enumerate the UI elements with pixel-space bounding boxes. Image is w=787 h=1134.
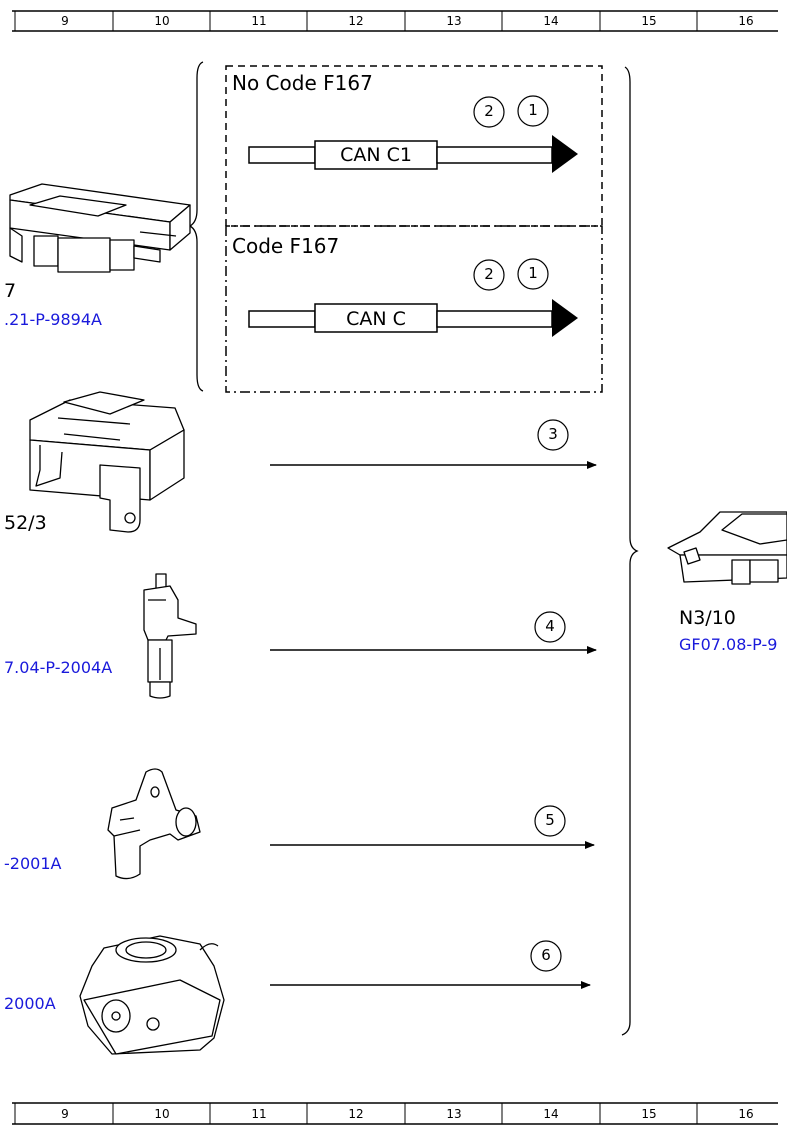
actuator-e-doc-link[interactable]: 2000A — [4, 994, 56, 1013]
marker-1b: 1 — [528, 264, 538, 282]
left-brace — [188, 61, 204, 392]
target-module-designation: N3/10 — [679, 607, 736, 629]
marker-2b: 2 — [484, 265, 494, 283]
target-module-illustration — [667, 511, 787, 585]
marker-circle-3 — [537, 419, 569, 451]
panel-code-title: Code F167 — [232, 234, 340, 258]
marker-circle-2a — [473, 96, 505, 128]
signal-marker-3: 3 — [548, 425, 558, 443]
panel-code-frame — [225, 225, 603, 393]
marker-circle-1a — [517, 95, 549, 127]
ruler-top-num: 15 — [641, 14, 657, 28]
signal-marker-4: 4 — [545, 617, 555, 635]
ruler-bottom-num: 14 — [543, 1107, 559, 1121]
signal-marker-5: 5 — [545, 811, 555, 829]
signal-marker-6: 6 — [541, 946, 551, 964]
throttle-actuator-illustration — [79, 935, 225, 1055]
can-c1-bus — [248, 135, 578, 173]
ruler-top-num: 10 — [154, 14, 170, 28]
ruler-bottom-num: 13 — [446, 1107, 462, 1121]
marker-circle-2b — [473, 259, 505, 291]
can-c1-label: CAN C1 — [340, 144, 412, 166]
marker-circle-4 — [534, 611, 566, 643]
ruler-top-num: 13 — [446, 14, 462, 28]
speed-sensor-illustration — [143, 573, 197, 699]
marker-circle-6 — [530, 940, 562, 972]
target-module-doc-link[interactable]: GF07.08-P-9 — [679, 635, 778, 654]
right-brace — [621, 66, 639, 1036]
marker-circle-1b — [517, 258, 549, 290]
sensor-d-doc-link[interactable]: -2001A — [4, 854, 62, 873]
marker-2a: 2 — [484, 102, 494, 120]
can-c-bus — [248, 299, 578, 337]
ruler-bottom-num: 16 — [738, 1107, 754, 1121]
module-top-doc-link[interactable]: .21-P-9894A — [4, 310, 102, 329]
marker-circle-5 — [534, 805, 566, 837]
control-module-illustration — [9, 183, 191, 273]
ruler-top-num: 16 — [738, 14, 754, 28]
camshaft-sensor-illustration — [107, 768, 201, 880]
ruler-top-num: 14 — [543, 14, 559, 28]
ruler-bottom-num: 11 — [251, 1107, 267, 1121]
ruler-top-num: 11 — [251, 14, 267, 28]
panel-no-code-title: No Code F167 — [232, 71, 373, 95]
sensor-c-doc-link[interactable]: 7.04-P-2004A — [4, 658, 113, 677]
marker-1a: 1 — [528, 101, 538, 119]
module-top-designation: 7 — [4, 280, 17, 302]
ruler-top-num: 12 — [348, 14, 364, 28]
ruler-bottom — [12, 1102, 778, 1125]
sensor-module-illustration — [29, 391, 185, 533]
ruler-bottom-num: 10 — [154, 1107, 170, 1121]
ruler-top-num: 9 — [61, 14, 69, 28]
can-c-label: CAN C — [346, 308, 406, 330]
ruler-bottom-num: 9 — [61, 1107, 69, 1121]
ruler-top — [12, 10, 778, 32]
sensor-b-designation: 52/3 — [4, 512, 47, 534]
ruler-bottom-num: 12 — [348, 1107, 364, 1121]
ruler-bottom-num: 15 — [641, 1107, 657, 1121]
